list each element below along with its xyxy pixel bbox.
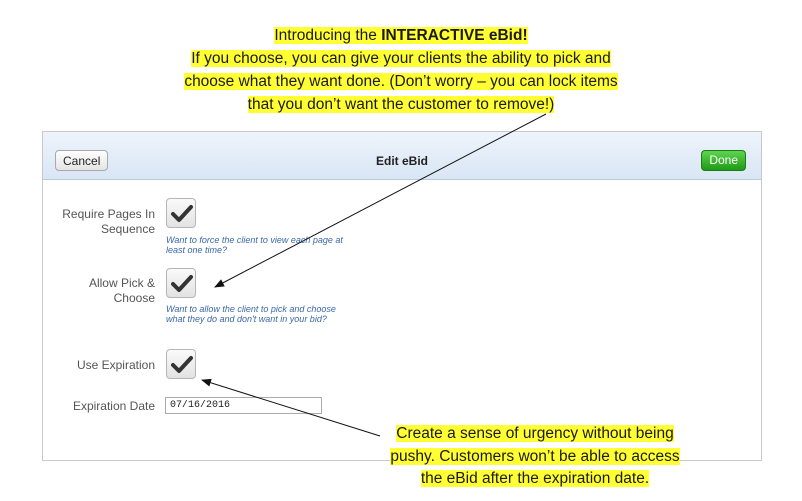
checkmark-icon bbox=[171, 205, 193, 222]
use-expiration-checkbox[interactable] bbox=[166, 349, 196, 379]
callout-bottom: Create a sense of urgency without being … bbox=[350, 423, 720, 491]
edit-ebid-window: Cancel Edit eBid Done Require Pages In S… bbox=[42, 131, 762, 461]
allow-pick-help: Want to allow the client to pick and cho… bbox=[166, 304, 336, 324]
use-expiration-label: Use Expiration bbox=[76, 358, 155, 372]
require-pages-help: Want to force the client to view each pa… bbox=[166, 235, 343, 255]
expiration-date-label: Expiration Date bbox=[72, 399, 155, 413]
callout-top-bold: INTERACTIVE eBid! bbox=[381, 27, 528, 44]
require-pages-checkbox[interactable] bbox=[166, 198, 196, 228]
toolbar: Cancel Edit eBid Done bbox=[43, 132, 761, 180]
callout-top-line2: If you choose, you can give your clients… bbox=[191, 50, 611, 67]
callout-top-line3: choose what they want done. (Don’t worry… bbox=[184, 73, 618, 90]
page-title: Edit eBid bbox=[375, 154, 428, 168]
callout-top-line1: Introducing the INTERACTIVE eBid! bbox=[274, 27, 528, 44]
allow-pick-checkbox[interactable] bbox=[166, 268, 196, 298]
checkmark-icon bbox=[171, 356, 193, 373]
callout-top: Introducing the INTERACTIVE eBid! If you… bbox=[0, 24, 802, 116]
callout-top-intro: Introducing the bbox=[274, 27, 382, 44]
callout-bottom-line1: Create a sense of urgency without being bbox=[396, 425, 674, 442]
allow-pick-label: Allow Pick & Choose bbox=[88, 276, 155, 305]
callout-top-line4: that you don’t want the customer to remo… bbox=[247, 96, 555, 113]
expiration-date-input[interactable] bbox=[165, 397, 322, 414]
callout-bottom-line3: the eBid after the expiration date. bbox=[420, 470, 650, 487]
checkmark-icon bbox=[171, 275, 193, 292]
callout-bottom-line2: pushy. Customers won’t be able to access bbox=[390, 447, 680, 465]
cancel-button[interactable]: Cancel bbox=[55, 150, 109, 171]
require-pages-label: Require Pages In Sequence bbox=[62, 207, 155, 236]
done-button[interactable]: Done bbox=[701, 150, 746, 171]
